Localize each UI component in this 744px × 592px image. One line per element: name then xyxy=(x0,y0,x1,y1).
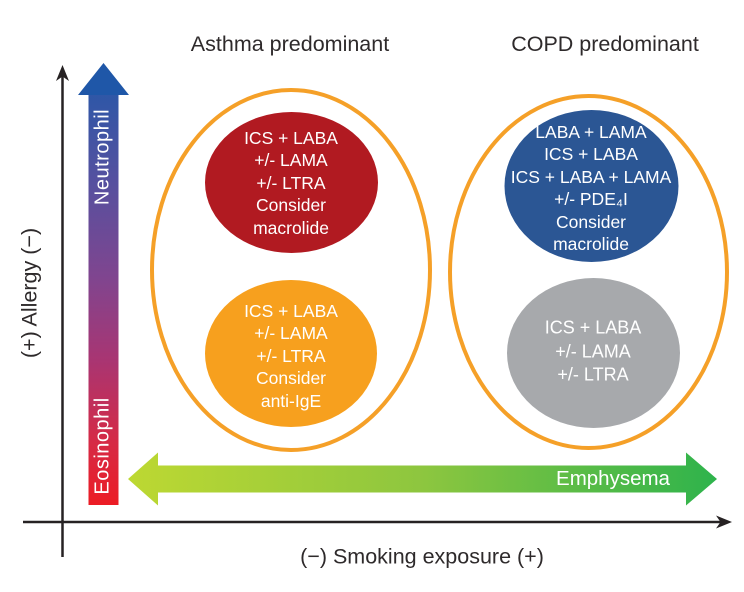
treatment-line: Consider xyxy=(255,368,327,389)
treatment-line: +/- LAMA xyxy=(555,341,631,362)
asthma-top-ellipse xyxy=(205,112,378,253)
x-axis-label: (−) Smoking exposure (+) xyxy=(300,544,544,569)
treatment-line: ICS + LABA xyxy=(544,317,642,338)
copd-predominant-header: COPD predominant xyxy=(511,32,699,56)
asthma-predominant-header: Asthma predominant xyxy=(190,32,390,56)
treatment-line: Consider xyxy=(255,195,327,216)
treatment-line: ICS + LABA xyxy=(244,300,338,321)
treatment-line: ICS + LABA xyxy=(244,127,338,148)
treatment-line: ICS + LABA + LAMA xyxy=(510,166,672,187)
x-axis-arrowhead-icon xyxy=(716,515,732,529)
neutrophil-label: Neutrophil xyxy=(91,108,114,206)
copd-top-ellipse xyxy=(504,110,679,262)
treatment-line: LABA + LAMA xyxy=(535,121,647,142)
treatment-line: macrolide xyxy=(553,233,629,254)
allergy-gradient-bar xyxy=(88,93,119,505)
treatment-line: +/- LTRA xyxy=(256,345,326,366)
copd-bottom-ellipse xyxy=(507,278,680,428)
asthma-top-ellipse-text: ICS + LABA +/- LAMA +/- LTRA Consider ma… xyxy=(244,127,338,239)
emphysema-label: Emphysema xyxy=(556,467,670,490)
y-axis-label: (+) Allergy (−) xyxy=(17,227,42,359)
treatment-line: +/- PDE₄I xyxy=(554,189,628,209)
gradient-bar-arrowhead-icon xyxy=(78,63,129,95)
copd-top-ellipse-text: LABA + LAMA ICS + LABA ICS + LABA + LAMA… xyxy=(511,121,672,255)
asthma-bottom-ellipse xyxy=(205,280,377,427)
treatment-line: +/- LTRA xyxy=(557,364,629,385)
treatment-line: +/- LTRA xyxy=(256,172,326,193)
y-axis-arrowhead-icon xyxy=(56,65,69,81)
eosinophil-label: Eosinophil xyxy=(91,397,114,495)
asthma-bottom-ellipse-text: ICS + LABA +/- LAMA +/- LTRA Consider an… xyxy=(244,300,338,412)
treatment-line: anti-IgE xyxy=(260,390,322,411)
treatment-line: +/- LAMA xyxy=(254,323,328,344)
treatment-line: ICS + LABA xyxy=(544,144,638,165)
emphysema-double-arrow xyxy=(128,452,717,506)
copd-outline-ellipse xyxy=(448,94,729,450)
treatment-line: +/- LAMA xyxy=(254,150,328,171)
treatment-line: macrolide xyxy=(253,217,329,238)
treatment-line: Consider xyxy=(555,211,627,232)
asthma-outline-ellipse xyxy=(150,88,432,452)
copd-bottom-ellipse-text: ICS + LABA +/- LAMA +/- LTRA xyxy=(545,317,642,388)
